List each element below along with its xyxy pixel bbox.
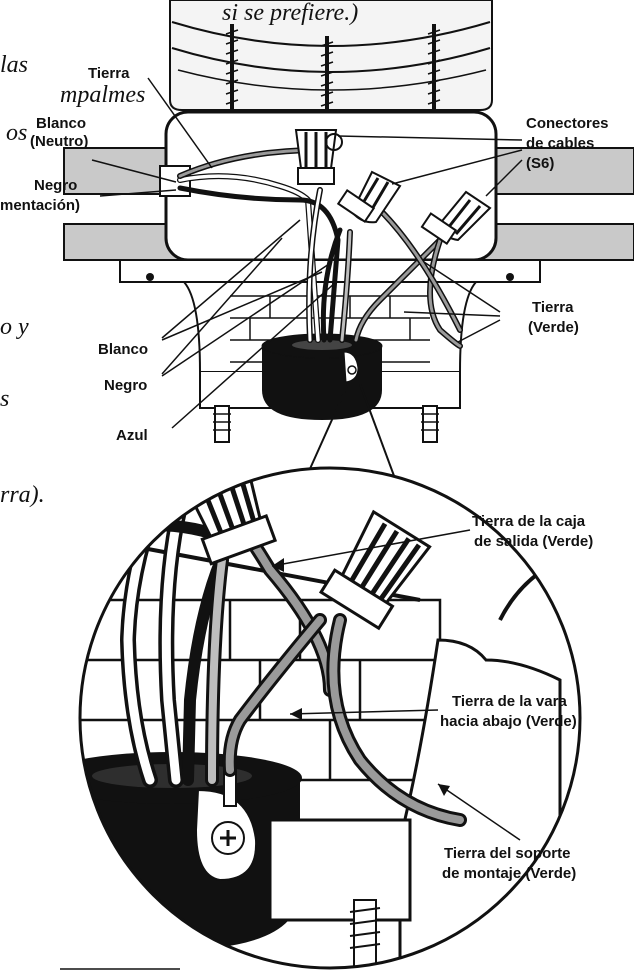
arrow-tierra-caja [272, 558, 284, 572]
label-tierra-caja: Tierra de la caja [472, 513, 586, 530]
label-de-salida: de salida (Verde) [474, 533, 593, 550]
screw-left [225, 24, 239, 118]
arrow-tierra-soporte [438, 784, 450, 796]
callout-lines-lower [271, 529, 521, 841]
wire-nut-right [420, 190, 492, 245]
label-s6: (S6) [526, 155, 554, 172]
label-negro: Negro [104, 377, 147, 394]
label-tierra-soporte: Tierra del soporte [444, 845, 570, 862]
zoomed-detail [80, 468, 580, 968]
fragment-empalmes: mpalmes [60, 82, 145, 108]
fragment-las: las [0, 52, 28, 78]
arrow-tierra-vara [290, 708, 302, 720]
label-blanco: Blanco [98, 341, 148, 358]
wire-nut-middle [336, 170, 402, 224]
label-de-montaje: de montaje (Verde) [442, 865, 576, 882]
label-neutro: (Neutro) [30, 133, 88, 150]
fragment-s: s [0, 386, 9, 412]
label-tierra-verde: Tierra [532, 299, 574, 316]
callout-lines-upper [91, 77, 523, 429]
screw-center [320, 36, 334, 118]
screw-right [427, 24, 441, 118]
label-negro-alim: Negro [34, 177, 77, 194]
label-blanco-neutro: Blanco [36, 115, 86, 132]
label-de-cables: de cables [526, 135, 594, 152]
fragment-rra: rra). [0, 482, 45, 508]
label-tierra: Tierra [88, 65, 130, 82]
label-alimentacion: mentación) [0, 197, 80, 214]
fragment-top: si se prefiere.) [222, 0, 358, 26]
label-hacia-abajo: hacia abajo (Verde) [440, 713, 577, 730]
hanger-cup-small [261, 333, 383, 420]
wire-nut-center [294, 129, 343, 185]
label-tierra-vara: Tierra de la vara [452, 693, 567, 710]
label-verde: (Verde) [528, 319, 579, 336]
label-azul: Azul [116, 427, 148, 444]
fragment-os: os [6, 120, 27, 146]
fragment-oy: o y [0, 314, 29, 340]
label-conectores: Conectores [526, 115, 609, 132]
ceiling-dome [169, 0, 493, 111]
upper-wires [177, 147, 463, 349]
zoom-circle-border [78, 466, 582, 970]
